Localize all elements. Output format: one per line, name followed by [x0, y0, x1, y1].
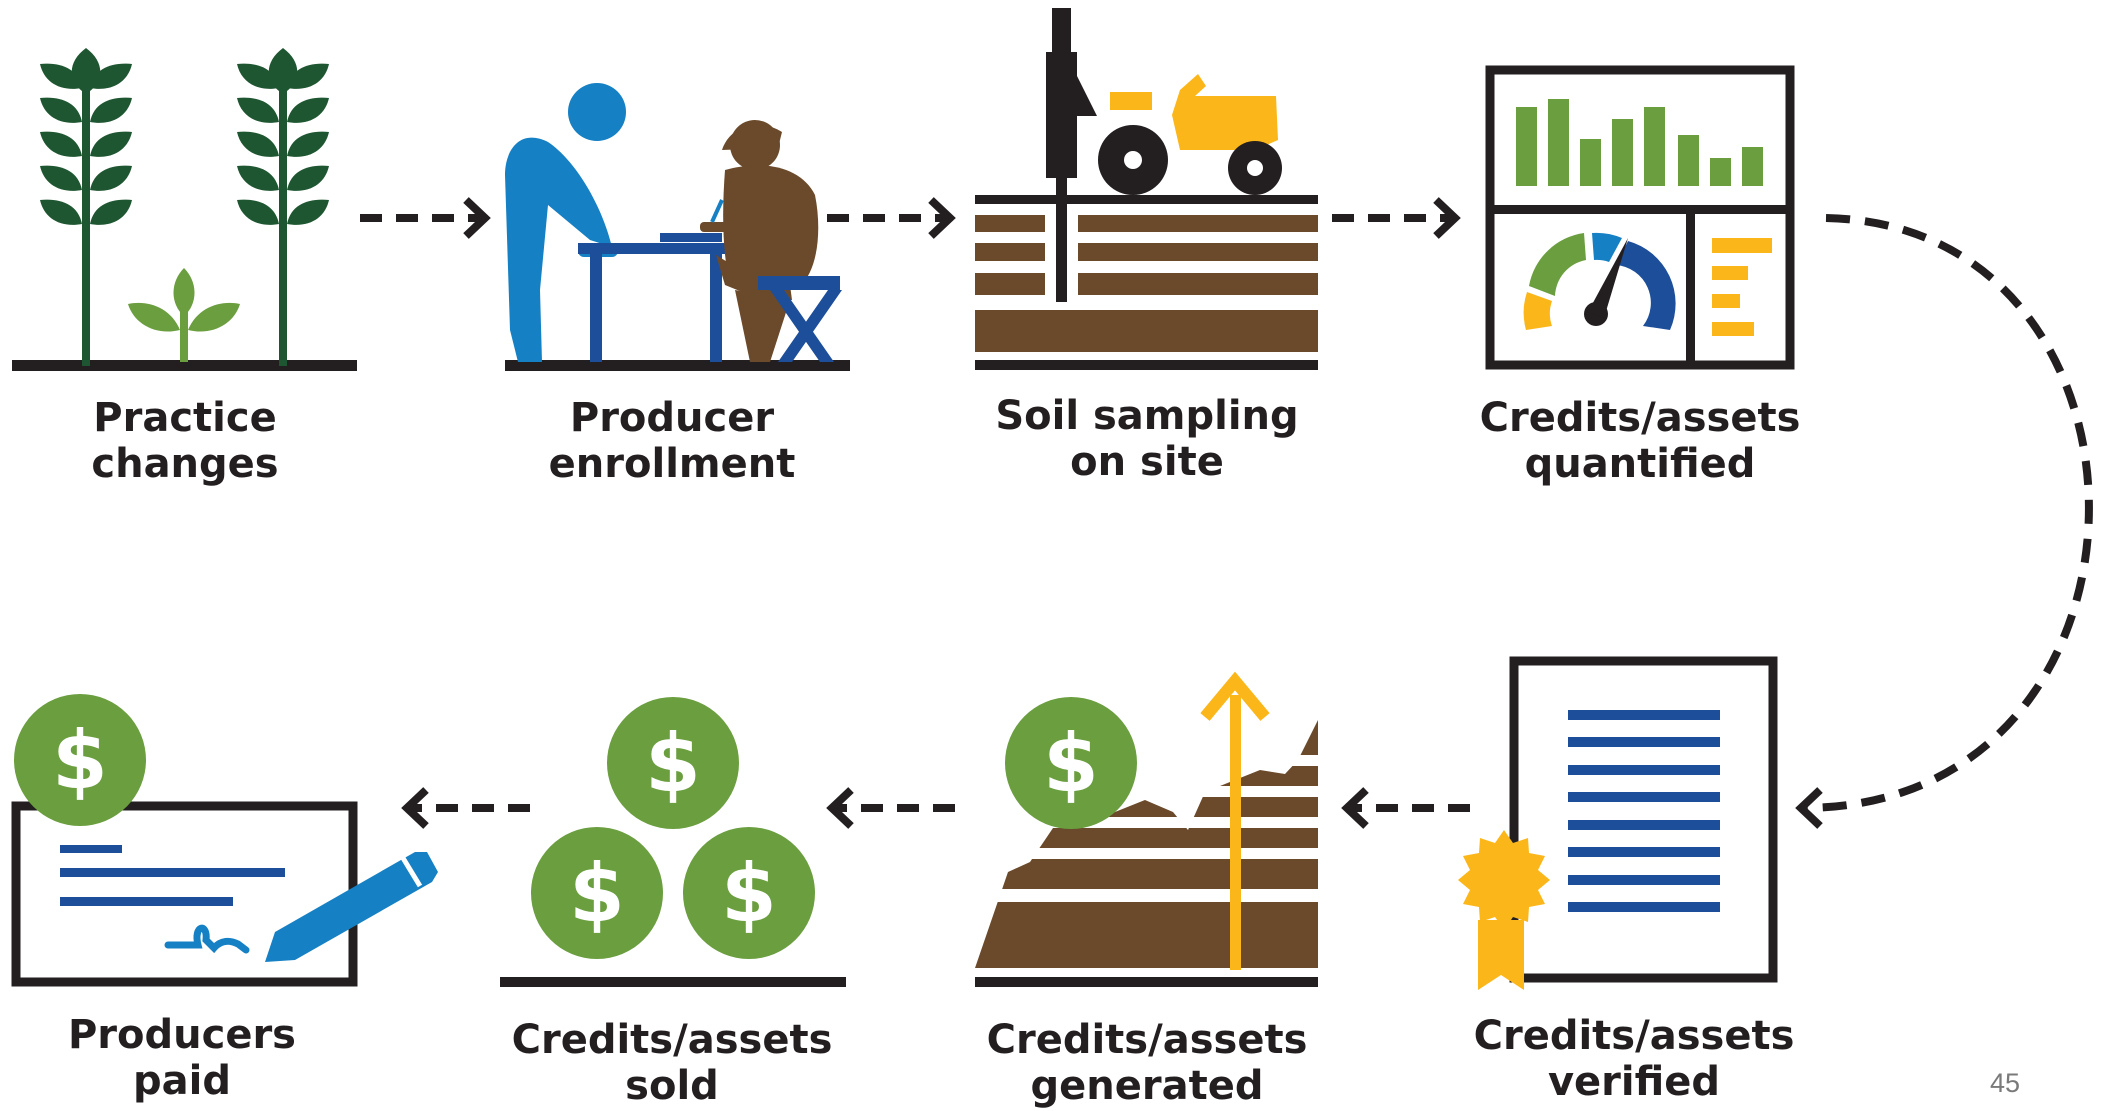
step-label-producers-paid: Producers paid	[0, 1012, 392, 1104]
step-label-line: Credits/assets	[1473, 1013, 1795, 1059]
step-label-line: verified	[1547, 1059, 1721, 1105]
step-label-soil-sampling: Soil sampling on site	[937, 393, 1357, 485]
dollar-coin-icon: $	[683, 827, 815, 959]
arrow-left-icon	[1341, 787, 1470, 829]
currency-symbol: $	[569, 847, 625, 940]
currency-symbol: $	[1043, 717, 1099, 810]
arrow-right-icon	[827, 197, 956, 239]
step-label-line: on site	[1070, 439, 1224, 485]
dollar-coin-icon: $	[531, 827, 663, 959]
signed-check-icon	[11, 801, 438, 987]
step-label-credits-verified: Credits/assets verified	[1424, 1013, 1844, 1105]
arrow-right-icon	[1332, 197, 1461, 239]
step-label-credits-generated: Credits/assets generated	[937, 1017, 1357, 1109]
step-label-line: Producers	[67, 1012, 296, 1058]
currency-symbol: $	[52, 714, 108, 807]
arrow-right-icon	[360, 197, 491, 239]
step-label-line: sold	[625, 1063, 719, 1109]
arrow-left-icon	[401, 787, 530, 829]
dollar-coin-icon: $	[14, 694, 146, 826]
curved-arrow-icon	[1795, 214, 2093, 829]
step-label-line: Credits/assets	[511, 1017, 833, 1063]
dashboard-icon	[1485, 65, 1795, 370]
step-label-line: enrollment	[548, 441, 796, 487]
dollar-coin-icon: $	[1005, 697, 1137, 829]
step-label-line: quantified	[1524, 441, 1756, 487]
step-label-line: Producer	[569, 395, 775, 441]
step-label-credits-quantified: Credits/assets quantified	[1430, 395, 1850, 487]
step-label-producer-enrollment: Producer enrollment	[462, 395, 882, 487]
step-label-practice-changes: Practice changes	[0, 395, 395, 487]
step-label-line: paid	[133, 1058, 231, 1104]
step-label-line: generated	[1030, 1063, 1264, 1109]
dollar-coin-icon: $	[607, 697, 739, 829]
coins-icon	[500, 977, 846, 987]
step-label-credits-sold: Credits/assets sold	[462, 1017, 882, 1109]
step-label-line: changes	[91, 441, 279, 487]
step-label-line: Credits/assets	[1479, 395, 1801, 441]
plants-icon	[12, 48, 357, 371]
page-number: 45	[1990, 1068, 2021, 1098]
enrollment-desk-icon	[505, 83, 850, 371]
arrow-left-icon	[826, 787, 955, 829]
tractor-soil-probe-icon	[975, 8, 1318, 370]
step-label-line: Practice	[93, 395, 277, 441]
step-label-line: Credits/assets	[986, 1017, 1308, 1063]
certificate-icon	[1458, 656, 1778, 990]
step-label-line: Soil sampling	[995, 393, 1299, 439]
currency-symbol: $	[645, 717, 701, 810]
currency-symbol: $	[721, 847, 777, 940]
